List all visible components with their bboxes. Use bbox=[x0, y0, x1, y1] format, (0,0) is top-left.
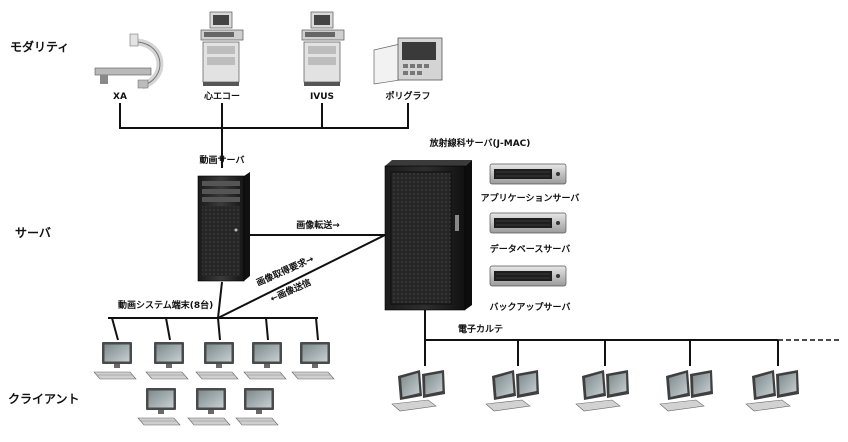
emr-label: 電子カルテ bbox=[458, 324, 503, 335]
tier-label-modality: モダリティ bbox=[10, 39, 69, 54]
video-terminals-label: 動画システム端末(8台) bbox=[118, 299, 213, 311]
modality-label-xa: XA bbox=[113, 92, 127, 102]
echo-cart-icon bbox=[200, 11, 244, 86]
modality-label-echo: 心エコー bbox=[204, 91, 240, 102]
emr-dual-monitor-icon bbox=[745, 369, 800, 412]
jmac-label: 放射線科サーバ(J-MAC) bbox=[429, 137, 531, 149]
video-terminal-pc-icon bbox=[195, 341, 239, 380]
video-terminal-pc-icon bbox=[291, 341, 335, 380]
jmac-server-label-backup: バックアップサーバ bbox=[490, 301, 571, 313]
ivus-cart-icon bbox=[301, 11, 345, 86]
video-terminal-pc-icon bbox=[93, 341, 137, 380]
video-terminal-pc-icon bbox=[145, 341, 189, 380]
video-terminals bbox=[93, 341, 335, 426]
emr-dual-monitor-icon bbox=[391, 369, 446, 412]
modality-label-ivus: IVUS bbox=[310, 92, 334, 102]
video-terminal-pc-icon bbox=[235, 387, 279, 426]
jmac-server-label-application: アプリケーションサーバ bbox=[481, 192, 580, 204]
modality-label-polygraph: ポリグラフ bbox=[385, 90, 430, 102]
polygraph-icon bbox=[373, 37, 443, 85]
jmac-server-label-database: データベースサーバ bbox=[490, 243, 570, 255]
video-server-label: 動画サーバ bbox=[200, 154, 245, 166]
video-terminal-pc-icon bbox=[243, 341, 287, 380]
link-label-transfer: 画像転送→ bbox=[296, 219, 340, 231]
tier-label-client: クライアント bbox=[8, 392, 80, 406]
backup-server-icon bbox=[489, 265, 567, 287]
emr-dual-monitor-icon bbox=[485, 369, 540, 412]
emr-dual-monitor-icon bbox=[575, 369, 630, 412]
connection-lines bbox=[108, 103, 779, 366]
video-terminal-pc-icon bbox=[137, 387, 181, 426]
emr-clients bbox=[391, 369, 800, 412]
tier-label-server: サーバ bbox=[15, 226, 51, 240]
video-server-tower-icon bbox=[197, 172, 250, 282]
xa-c-arm-icon bbox=[94, 33, 164, 90]
application-server-icon bbox=[489, 163, 567, 185]
jmac-rack-icon bbox=[384, 160, 472, 311]
video-terminal-pc-icon bbox=[187, 387, 231, 426]
database-server-icon bbox=[489, 212, 567, 234]
emr-dual-monitor-icon bbox=[659, 369, 714, 412]
